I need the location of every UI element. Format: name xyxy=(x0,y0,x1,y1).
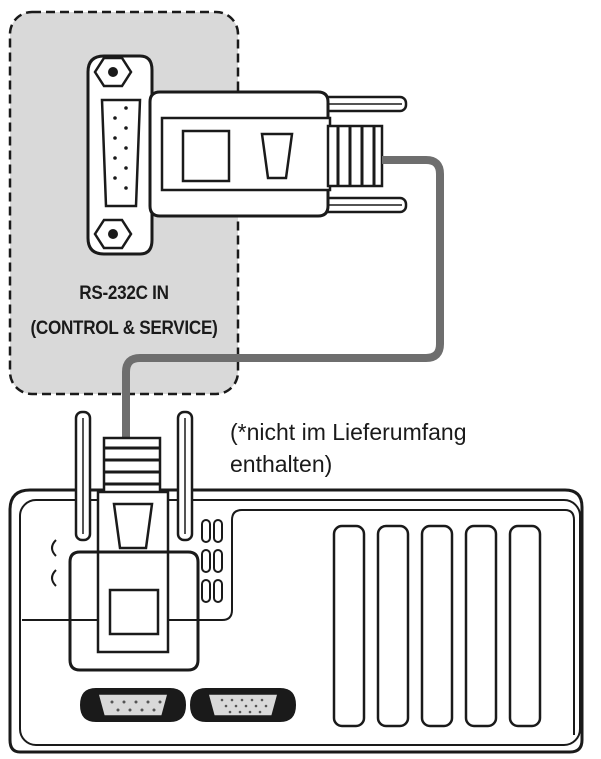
serial-port-icon xyxy=(80,688,186,722)
computer-case-icon xyxy=(8,488,584,754)
d-sub-9-port-icon xyxy=(86,54,154,256)
computer-side-connector xyxy=(68,410,200,672)
monitor-side-connector xyxy=(148,90,408,218)
port-label-line2: (CONTROL & SERVICE) xyxy=(30,318,218,339)
vga-port-icon xyxy=(190,688,296,722)
note-line2: enthalten) xyxy=(230,451,333,477)
note-line1: (*nicht im Lieferumfang xyxy=(230,419,467,445)
rs232-cable-icon xyxy=(122,156,444,438)
port-label-line1: RS-232C IN xyxy=(79,283,169,304)
